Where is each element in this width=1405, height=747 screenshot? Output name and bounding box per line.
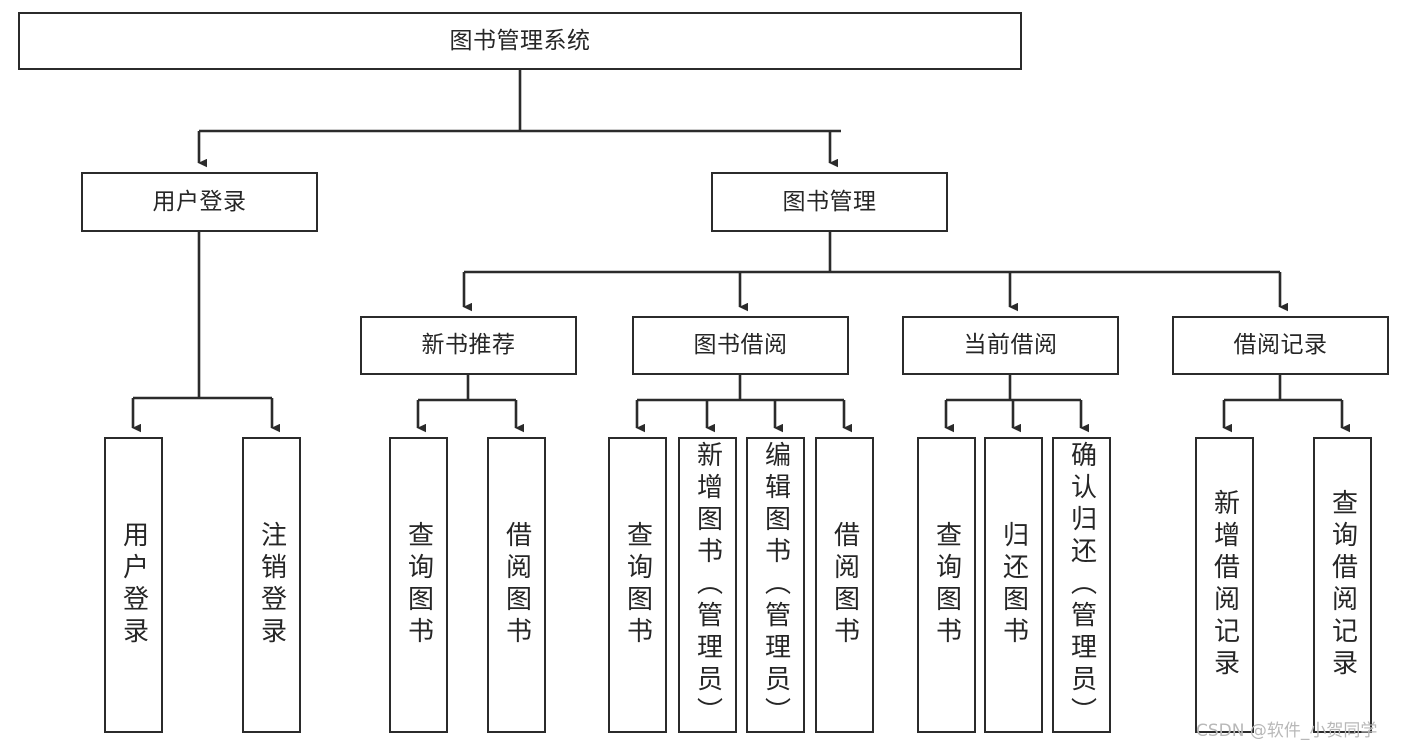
node-label: 查询图书: [403, 521, 434, 649]
node-label: 查询图书: [931, 521, 962, 649]
leaf-return-book[interactable]: 归还图书: [984, 437, 1043, 733]
leaf-logout-login[interactable]: 注销登录: [242, 437, 301, 733]
leaf-query-borrow-record[interactable]: 查询借阅记录: [1313, 437, 1372, 733]
node-borrow-record[interactable]: 借阅记录: [1172, 316, 1389, 375]
node-label: 查询借阅记录: [1327, 489, 1358, 681]
leaf-query-book-recommend[interactable]: 查询图书: [389, 437, 448, 733]
node-label: 确认归还（管理员）: [1066, 441, 1097, 729]
node-label: 注销登录: [256, 521, 287, 649]
node-new-book-recommend[interactable]: 新书推荐: [360, 316, 577, 375]
leaf-borrow-book-recommend[interactable]: 借阅图书: [487, 437, 546, 733]
csdn-watermark: CSDN @软件_小贺同学: [1196, 721, 1378, 741]
node-label: 查询图书: [622, 521, 653, 649]
leaf-query-book-current[interactable]: 查询图书: [917, 437, 976, 733]
node-label: 新增借阅记录: [1209, 489, 1240, 681]
node-label: 图书管理系统: [449, 27, 591, 54]
node-label: 借阅图书: [829, 521, 860, 649]
node-root-book-management-system[interactable]: 图书管理系统: [18, 12, 1022, 70]
leaf-user-login[interactable]: 用户登录: [104, 437, 163, 733]
node-label: 借阅图书: [501, 521, 532, 649]
node-label: 图书借阅: [693, 332, 788, 359]
node-label: 图书管理: [782, 188, 877, 215]
leaf-query-book-borrow[interactable]: 查询图书: [608, 437, 667, 733]
leaf-add-borrow-record[interactable]: 新增借阅记录: [1195, 437, 1254, 733]
node-label: 编辑图书（管理员）: [760, 441, 791, 729]
leaf-edit-book-admin[interactable]: 编辑图书（管理员）: [746, 437, 805, 733]
node-book-management[interactable]: 图书管理: [711, 172, 948, 232]
node-label: 用户登录: [152, 188, 247, 215]
leaf-borrow-book[interactable]: 借阅图书: [815, 437, 874, 733]
node-label: 新增图书（管理员）: [692, 441, 723, 729]
node-label: 借阅记录: [1233, 332, 1328, 359]
leaf-add-book-admin[interactable]: 新增图书（管理员）: [678, 437, 737, 733]
leaf-confirm-return-admin[interactable]: 确认归还（管理员）: [1052, 437, 1111, 733]
node-label: 当前借阅: [963, 332, 1058, 359]
node-book-borrow[interactable]: 图书借阅: [632, 316, 849, 375]
node-current-borrow[interactable]: 当前借阅: [902, 316, 1119, 375]
node-label: 归还图书: [998, 521, 1029, 649]
node-label: 用户登录: [118, 521, 149, 649]
node-user-login[interactable]: 用户登录: [81, 172, 318, 232]
node-label: 新书推荐: [421, 332, 516, 359]
